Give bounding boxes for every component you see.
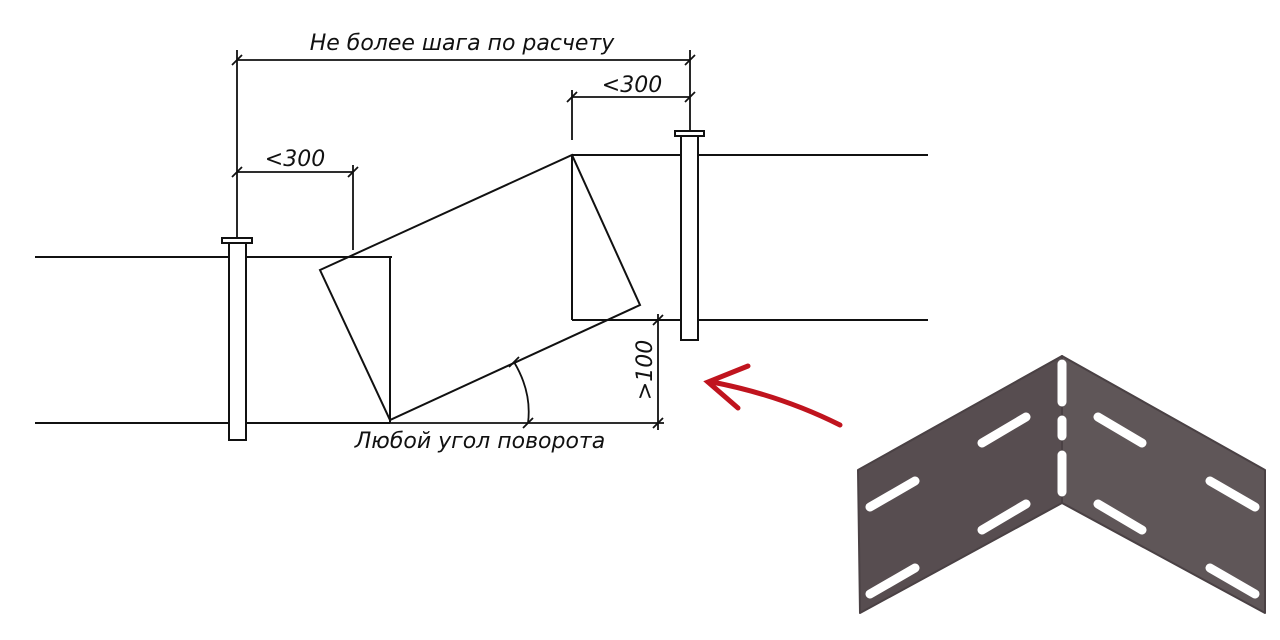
rotated-duct-section	[318, 153, 642, 422]
dimension-lines	[231, 50, 696, 430]
right-offset-label: <300	[602, 73, 662, 98]
top-dimension-label: Не более шага по расчету	[310, 31, 616, 56]
left-offset-label: <300	[265, 147, 325, 172]
right-support-post	[674, 130, 705, 341]
angle-label: Любой угол поворота	[354, 429, 605, 454]
corner-bracket-image	[857, 355, 1266, 614]
vertical-gap-label: >100	[633, 340, 658, 400]
left-duct	[35, 256, 392, 424]
left-support-post	[221, 237, 253, 441]
pointer-arrow	[703, 363, 843, 428]
right-duct	[571, 154, 928, 321]
